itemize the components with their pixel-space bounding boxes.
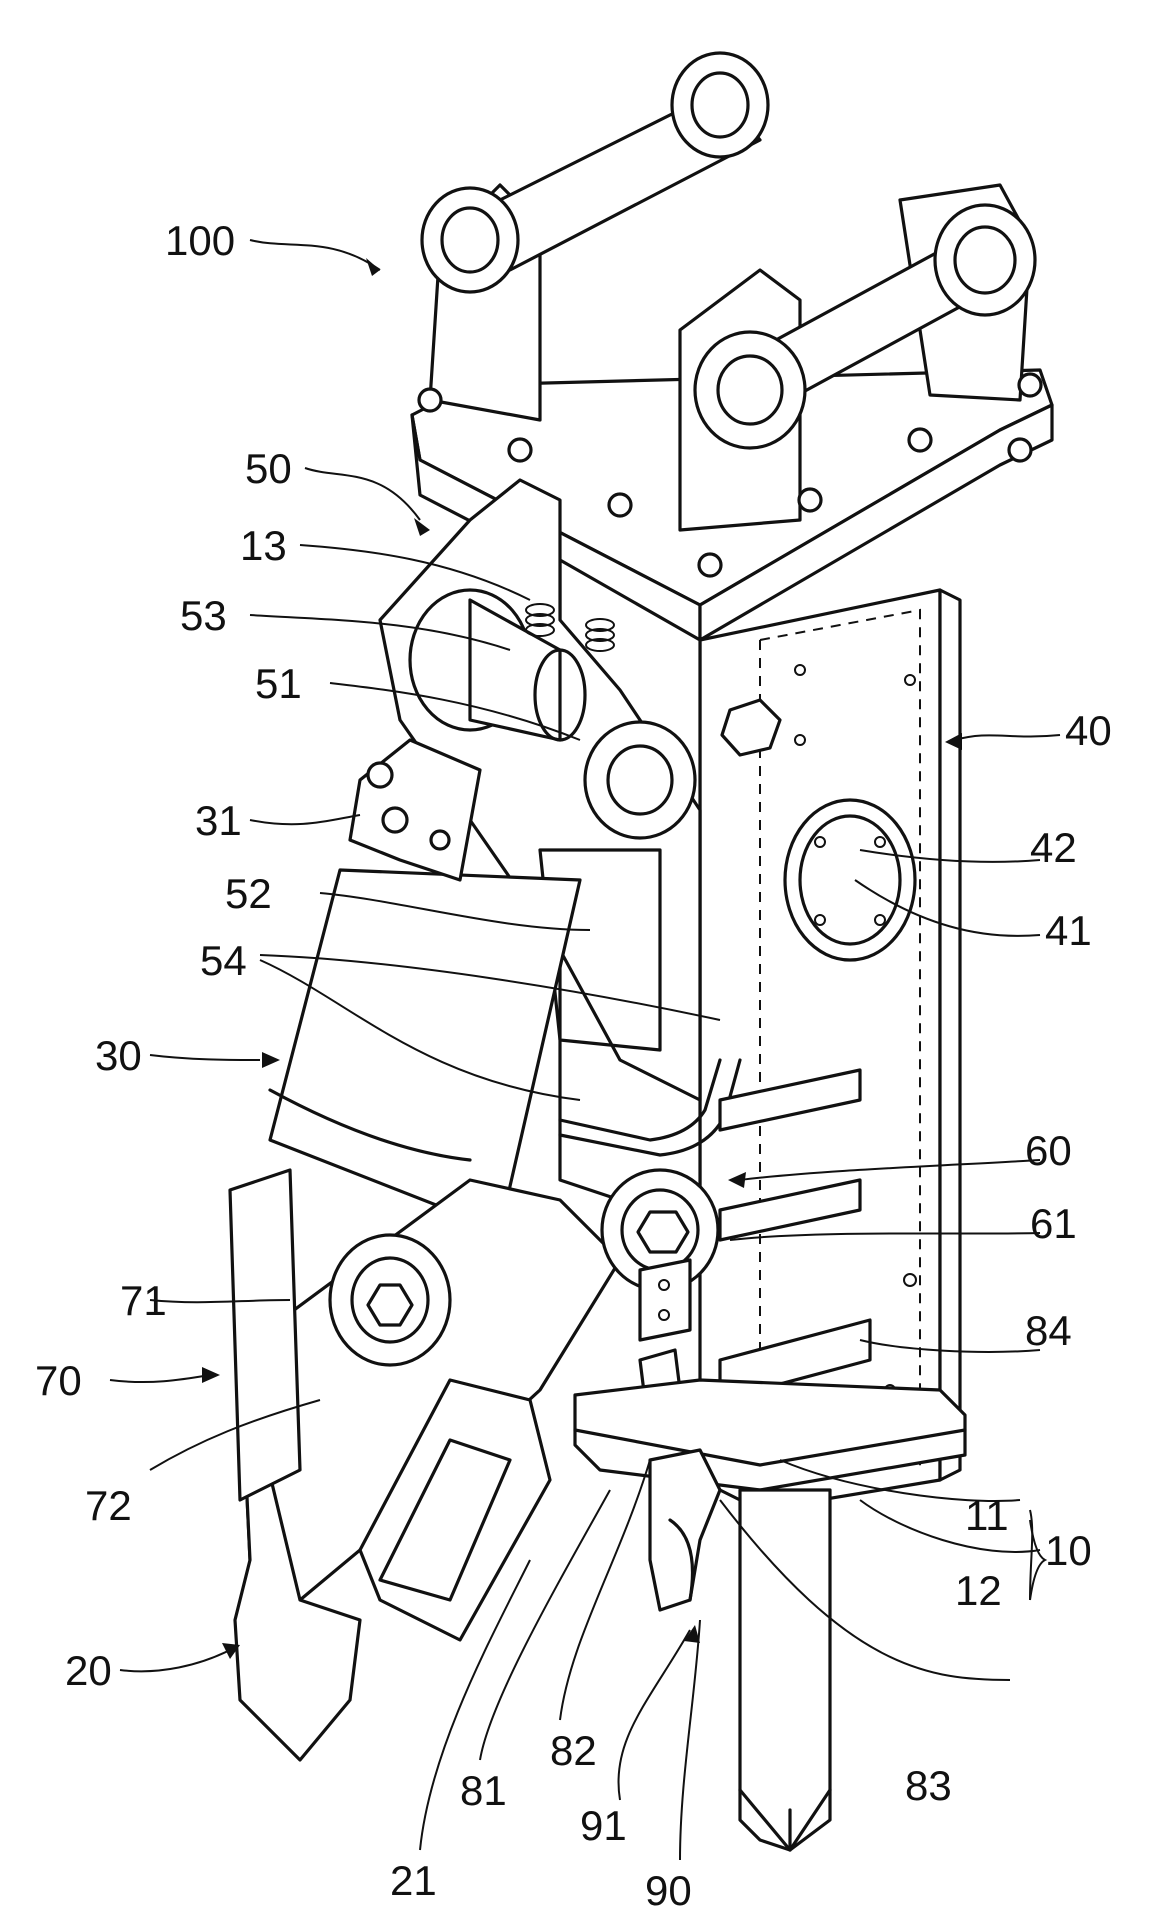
ref-71: 71 [120,1277,167,1324]
plate-bolts [417,372,1043,578]
stopper [648,1448,722,1612]
ref-41: 41 [1045,907,1092,954]
ref-50: 50 [245,445,292,492]
ref-100: 100 [165,217,235,264]
reference-labels: 100 50 13 53 51 31 52 54 30 71 70 72 20 … [35,217,1112,1914]
ref-90: 90 [645,1867,692,1914]
ref-30: 30 [95,1032,142,1079]
access-cover [783,798,917,962]
ref-61: 61 [1030,1200,1077,1247]
clamp-jaw [228,1168,622,1762]
ref-42: 42 [1030,824,1077,871]
ref-11: 11 [965,1492,1009,1539]
ref-31: 31 [195,797,242,844]
leader-lines [109,239,1061,1861]
ref-10: 10 [1045,1527,1092,1574]
ref-70: 70 [35,1357,82,1404]
ref-51: 51 [255,660,302,707]
ref-52: 52 [225,870,272,917]
ref-60: 60 [1025,1127,1072,1174]
side-brackets [638,1068,872,1402]
ref-72: 72 [85,1482,132,1529]
ref-81: 81 [460,1767,507,1814]
upper-pin [420,51,770,294]
lower-pin [693,203,1037,450]
ref-84: 84 [1025,1307,1072,1354]
ref-83: 83 [905,1762,952,1809]
ref-13: 13 [240,522,287,569]
ref-82: 82 [550,1727,597,1774]
chisel [738,1488,832,1852]
ref-40: 40 [1065,707,1112,754]
ref-12: 12 [955,1567,1002,1614]
arm-linkage [378,478,702,1102]
ref-91: 91 [580,1802,627,1849]
ref-21: 21 [390,1857,437,1904]
valve-block [348,738,482,882]
ref-20: 20 [65,1647,112,1694]
spring [525,603,615,652]
ref-53: 53 [180,592,227,639]
mounting-bracket [410,51,1054,642]
ref-54: 54 [200,937,247,984]
